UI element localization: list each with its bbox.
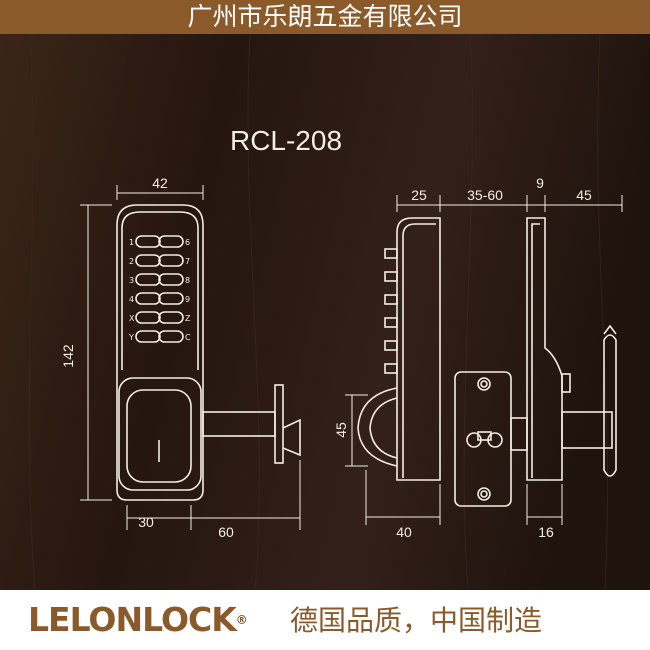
dim-bottom-right: 60 — [218, 524, 234, 540]
dim-side-9: 9 — [536, 175, 544, 191]
dim-side-height-45: 45 — [333, 422, 349, 438]
dim-side-16: 16 — [538, 524, 554, 540]
side-dimension-labels: 25 35-60 9 45 45 40 16 — [333, 175, 592, 540]
header-banner: 广州市乐朗五金有限公司 — [0, 0, 650, 34]
key-label: 4 — [129, 295, 134, 304]
technical-drawing: RCL-208 — [0, 34, 650, 590]
side-buttons — [384, 248, 398, 374]
dim-side-45: 45 — [576, 187, 592, 203]
dim-width-top: 42 — [152, 175, 168, 191]
dim-side-25: 25 — [411, 187, 427, 203]
slogan: 德国品质，中国制造 — [290, 604, 543, 637]
brand-logo: LELONLOCK® — [28, 600, 248, 640]
dim-side-35-60: 35-60 — [467, 187, 503, 203]
key-label: X — [129, 314, 135, 323]
key-label: 6 — [185, 238, 190, 247]
footer-banner — [0, 590, 650, 650]
front-dimension-labels: 42 142 30 60 — [60, 175, 234, 540]
brand-name: LELONLOCK — [28, 600, 237, 639]
key-label: 3 — [129, 276, 134, 285]
front-view — [116, 204, 301, 501]
model-title: RCL-208 — [230, 125, 342, 156]
side-dimension-lines — [345, 195, 623, 525]
company-name: 广州市乐朗五金有限公司 — [187, 2, 463, 31]
key-label: C — [185, 333, 191, 342]
key-label: 9 — [185, 295, 190, 304]
dim-side-40: 40 — [396, 524, 412, 540]
dim-bottom-left: 30 — [138, 514, 154, 530]
key-label: Y — [128, 333, 134, 342]
registered-mark: ® — [235, 613, 248, 627]
dim-height: 142 — [60, 344, 76, 368]
side-view — [357, 217, 617, 507]
key-label: 1 — [129, 238, 134, 247]
keypad — [135, 235, 184, 343]
key-label: 2 — [129, 257, 134, 266]
key-label: Z — [185, 314, 191, 323]
key-label: 8 — [185, 276, 190, 285]
keypad-labels: 1 6 2 7 3 8 4 9 X Z Y C — [128, 238, 191, 342]
front-dimension-lines — [80, 185, 301, 530]
key-label: 7 — [185, 257, 190, 266]
